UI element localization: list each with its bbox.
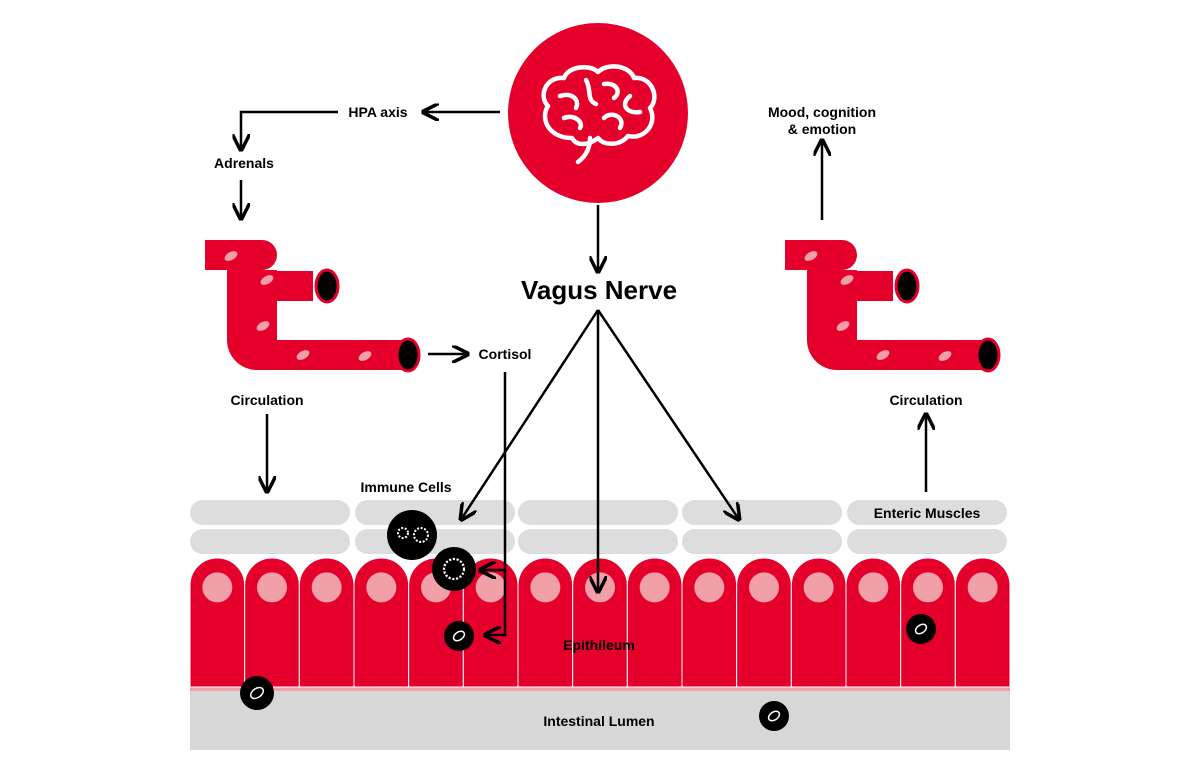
hpa-axis-label: HPA axis [348, 104, 407, 120]
epithelium-cells [189, 557, 1011, 688]
cell-nucleus [530, 572, 561, 603]
arrow-cortisol-path [487, 372, 507, 635]
muscle-pill [682, 529, 842, 554]
cell-nucleus [967, 572, 998, 603]
arrows [241, 112, 926, 635]
cell-nucleus [913, 572, 943, 603]
cell-nucleus [257, 572, 287, 603]
intestinal-lumen-band [190, 690, 1010, 750]
muscle-pill [847, 500, 1007, 525]
epithelium-label: Epithileum [563, 637, 635, 653]
enteric-muscles-label: Enteric Muscles [874, 505, 981, 521]
brain-circle [508, 23, 688, 203]
arrow-hpa-to-adrenals [241, 110, 338, 148]
muscle-pill [190, 500, 350, 525]
adrenals-label: Adrenals [214, 155, 274, 171]
circulation-left-label: Circulation [230, 392, 303, 408]
cortisol-label: Cortisol [479, 346, 532, 362]
brain-icon [541, 64, 657, 165]
cell-nucleus [366, 572, 397, 603]
cell-nucleus [749, 572, 779, 603]
blood-vessel-icon [785, 240, 1001, 373]
muscle-pill [190, 529, 350, 554]
immune-cell-icon [432, 547, 476, 591]
muscle-pill [847, 529, 1007, 554]
bacteria-icon [906, 614, 936, 644]
cell-nucleus [475, 572, 506, 603]
immune-cell-icon [387, 510, 437, 560]
cell-nucleus [639, 572, 670, 603]
vagus-nerve-label: Vagus Nerve [521, 275, 677, 305]
mood-label-line1: Mood, cognition [768, 104, 876, 120]
muscle-pill [355, 500, 515, 525]
cell-nucleus [585, 572, 615, 603]
circulation-right-label: Circulation [889, 392, 962, 408]
muscle-pill [682, 500, 842, 525]
bacteria-icon [240, 676, 274, 710]
mood-label-line2: & emotion [788, 121, 856, 137]
immune-cells-label: Immune Cells [360, 479, 451, 495]
cell-nucleus [694, 572, 725, 603]
cell-nucleus [803, 572, 834, 603]
cell-nucleus [202, 572, 233, 603]
arrow-vagus-to-muscle [596, 309, 738, 518]
bacteria-icon [444, 621, 474, 651]
brain-node [508, 23, 688, 203]
intestinal-lumen-label: Intestinal Lumen [543, 713, 654, 729]
epithelium-basal-line [190, 686, 1010, 691]
bacteria-icon [759, 701, 789, 731]
arrow-vagus-to-immune [462, 309, 600, 518]
blood-vessel-icon [205, 240, 421, 373]
cell-nucleus [311, 572, 342, 603]
cell-nucleus [858, 572, 889, 603]
